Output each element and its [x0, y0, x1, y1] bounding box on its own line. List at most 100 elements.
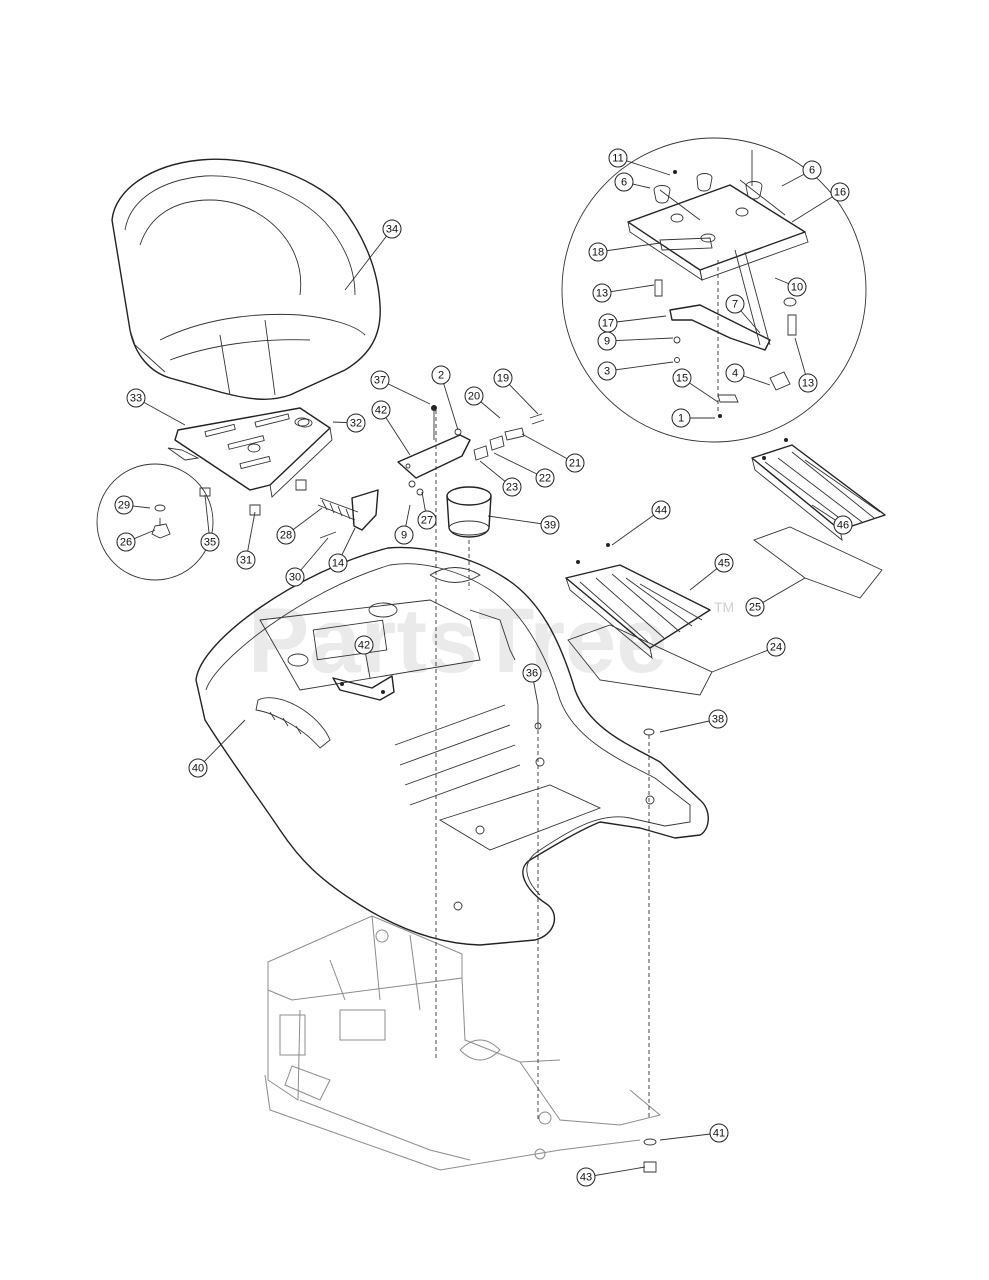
callout-c31: 31 — [236, 550, 256, 570]
seat-spring-assembly — [317, 489, 379, 539]
callout-c18: 18 — [588, 242, 608, 262]
callout-circle — [802, 160, 822, 180]
callout-circle — [354, 635, 374, 655]
callout-c43: 43 — [576, 1167, 596, 1187]
callout-number: 39 — [544, 520, 556, 532]
callout-c46: 46 — [833, 515, 853, 535]
callout-number: 21 — [569, 458, 581, 470]
callout-c29: 29 — [114, 495, 134, 515]
callout-circle — [502, 477, 522, 497]
callout-circle — [725, 294, 745, 314]
callout-circle — [540, 515, 560, 535]
callout-c6b: 6 — [802, 160, 822, 180]
callout-c15: 15 — [672, 368, 692, 388]
callout-number: 33 — [130, 393, 142, 405]
callout-circle — [672, 368, 692, 388]
tractor-frame — [264, 915, 662, 1171]
callout-c24: 24 — [766, 637, 786, 657]
callout-c26: 26 — [116, 532, 136, 552]
callout-number: 45 — [718, 558, 730, 570]
callout-number: 13 — [802, 378, 814, 390]
callout-circle — [614, 172, 634, 192]
callout-number: 44 — [655, 505, 667, 517]
callout-circle — [522, 663, 542, 683]
watermark-trademark: TM — [714, 599, 734, 615]
callout-c42a: 42 — [371, 400, 391, 420]
callout-c11: 11 — [608, 148, 628, 168]
callout-c36: 36 — [522, 663, 542, 683]
callout-circle — [493, 368, 513, 388]
callout-number: 14 — [332, 558, 344, 570]
callout-number: 46 — [837, 520, 849, 532]
seat-stop-bracket — [332, 675, 395, 701]
callout-circle — [188, 758, 208, 778]
callout-circle — [798, 373, 818, 393]
callout-c10: 10 — [787, 277, 807, 297]
callout-number: 23 — [506, 482, 518, 494]
callout-circle — [236, 550, 256, 570]
step-plate-right — [751, 444, 886, 542]
callout-circle — [200, 532, 220, 552]
seat-switch-parts — [473, 413, 545, 461]
callout-number: 13 — [596, 288, 608, 300]
callout-circle — [787, 277, 807, 297]
callout-circle — [608, 148, 628, 168]
callout-number: 18 — [592, 247, 604, 259]
callout-circle — [766, 637, 786, 657]
callout-number: 22 — [539, 473, 551, 485]
callout-circle — [114, 495, 134, 515]
callout-number: 3 — [604, 366, 610, 378]
callout-circle — [709, 1123, 729, 1143]
callout-number: 43 — [580, 1172, 592, 1184]
callout-c34: 34 — [382, 219, 402, 239]
callout-circle — [671, 408, 691, 428]
callout-circle — [597, 361, 617, 381]
callout-circle — [394, 525, 414, 545]
callout-circle — [833, 515, 853, 535]
callout-circle — [431, 365, 451, 385]
inset-detail-right — [561, 137, 867, 443]
callout-number: 2 — [438, 370, 444, 382]
callout-number: 1 — [678, 413, 684, 425]
leader-line — [606, 337, 674, 342]
leader-line — [607, 315, 667, 324]
callout-c39: 39 — [540, 515, 560, 535]
callout-c42b: 42 — [354, 635, 374, 655]
callout-c6a: 6 — [614, 172, 634, 192]
callout-c4: 4 — [725, 363, 745, 383]
callout-number: 6 — [621, 177, 627, 189]
watermark: PartsTree TM — [248, 590, 734, 692]
callout-c28: 28 — [276, 525, 296, 545]
screw-46b — [762, 456, 766, 460]
callout-c23: 23 — [502, 477, 522, 497]
callout-c25: 25 — [745, 597, 765, 617]
callout-number: 15 — [676, 373, 688, 385]
leader-line — [197, 719, 246, 769]
callout-c37: 37 — [370, 370, 390, 390]
callout-c17: 17 — [598, 313, 618, 333]
callout-c38: 38 — [708, 709, 728, 729]
leader-line — [754, 577, 806, 608]
callout-c14: 14 — [328, 553, 348, 573]
callout-c20: 20 — [464, 386, 484, 406]
callout-circle — [126, 388, 146, 408]
callout-circle — [714, 553, 734, 573]
leader-line — [585, 1166, 646, 1178]
seat-switch-cup — [446, 486, 492, 538]
callout-c44: 44 — [651, 500, 671, 520]
callout-number: 19 — [497, 373, 509, 385]
callout-c27: 27 — [417, 510, 437, 530]
callout-c35: 35 — [200, 532, 220, 552]
callout-circle — [285, 567, 305, 587]
callout-circle — [565, 453, 585, 473]
screw-44a — [576, 560, 580, 564]
callout-number: 37 — [374, 375, 386, 387]
callout-number: 42 — [358, 640, 370, 652]
callout-number: 36 — [526, 668, 538, 680]
callout-number: 6 — [809, 165, 815, 177]
callout-circle — [371, 400, 391, 420]
callout-number: 38 — [712, 714, 724, 726]
leader-line — [440, 374, 459, 431]
